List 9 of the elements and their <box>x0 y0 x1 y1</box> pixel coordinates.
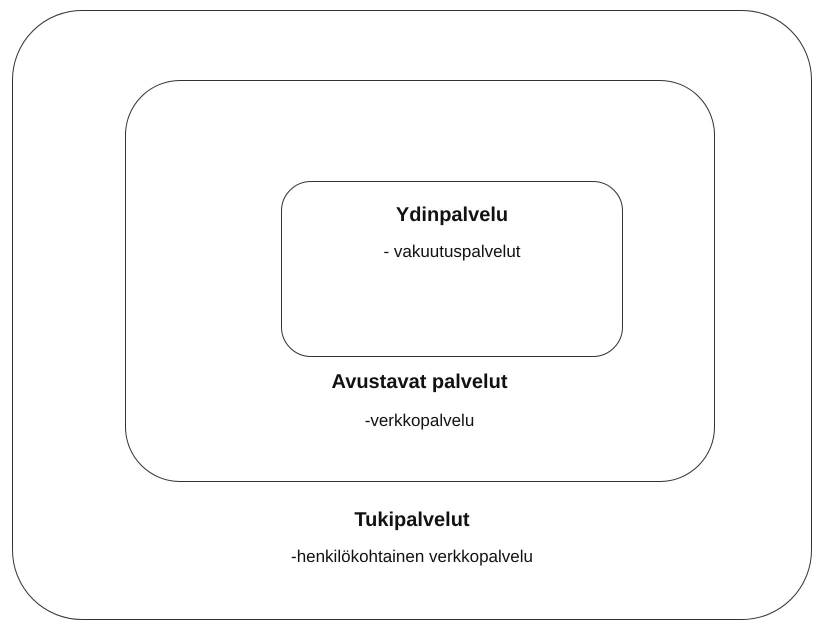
node-heading: Tukipalvelut <box>354 509 470 532</box>
rounded-box <box>12 10 812 620</box>
node-text: -henkilökohtainen verkkopalvelu <box>291 547 533 567</box>
rounded-box <box>281 181 623 357</box>
node-text: - vakuutuspalvelut <box>383 242 521 262</box>
node-heading: Ydinpalvelu <box>396 204 508 227</box>
node-text: -verkkopalvelu <box>364 410 474 430</box>
node-heading: Avustavat palvelut <box>332 370 508 394</box>
rounded-box <box>124 80 714 482</box>
